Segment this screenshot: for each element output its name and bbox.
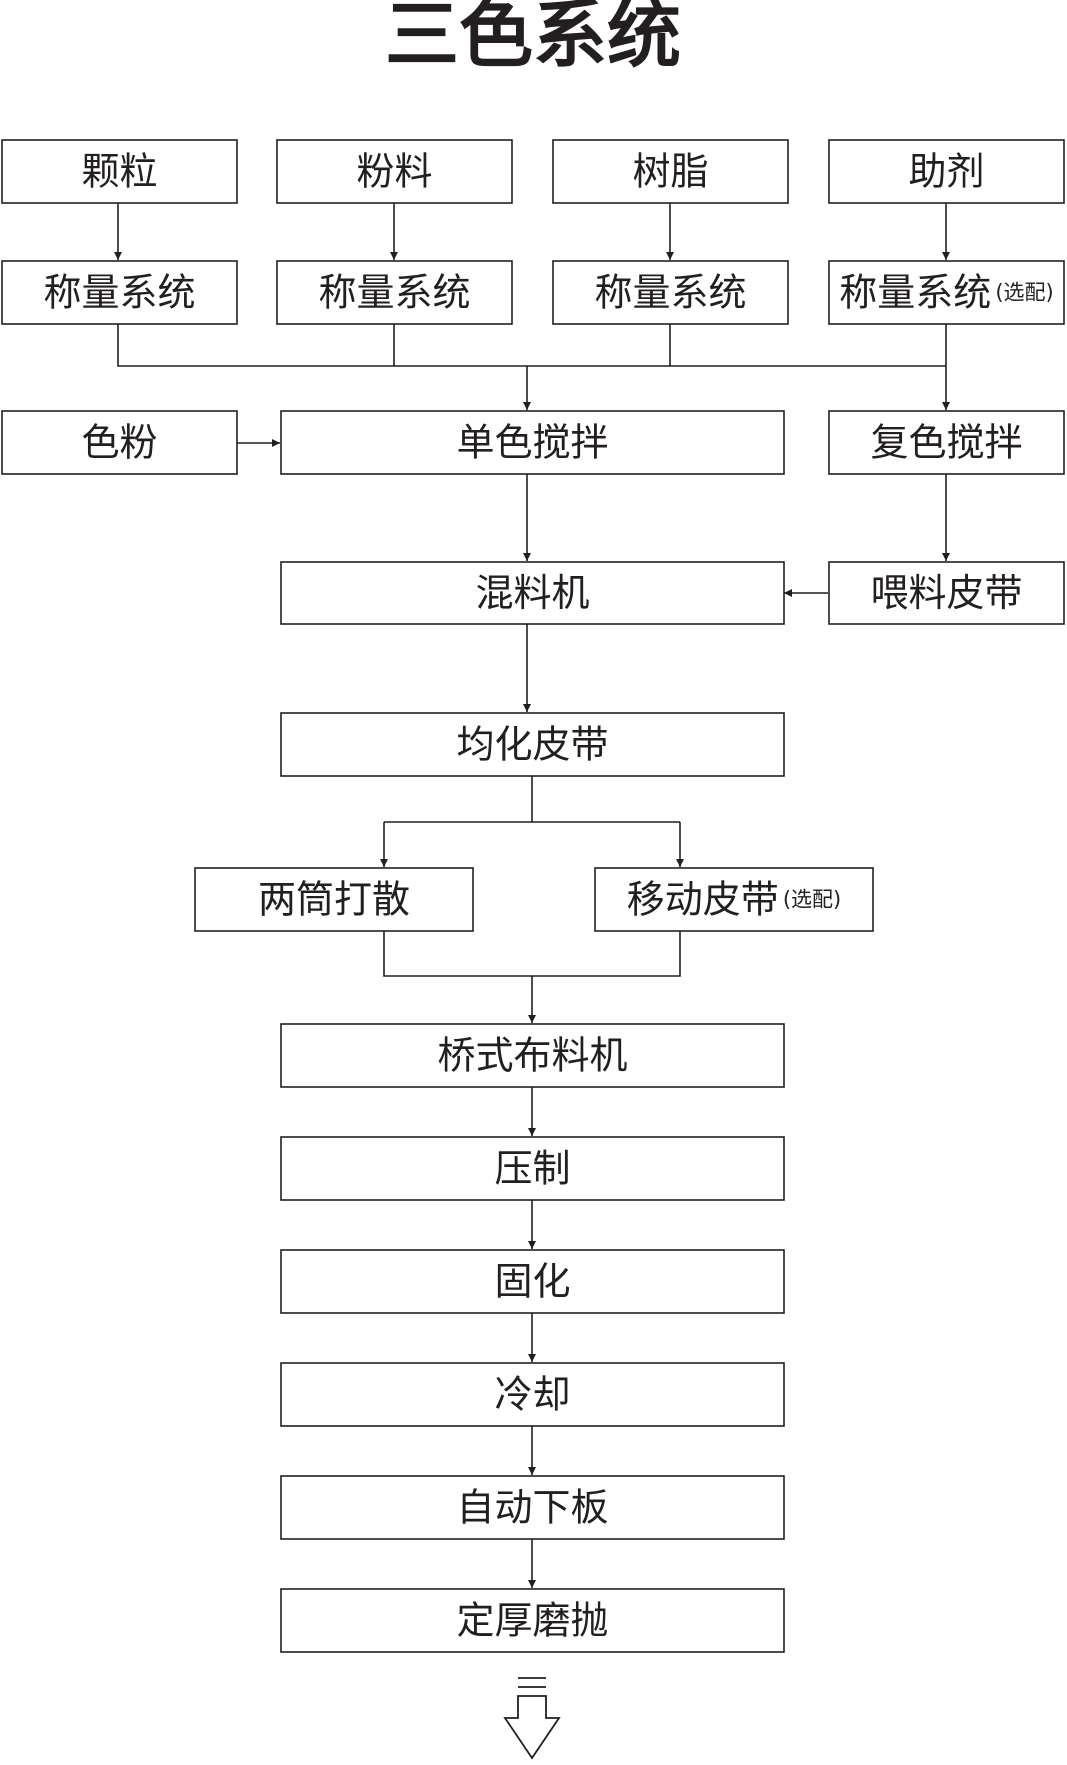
node-label: 定厚磨抛: [456, 1599, 608, 1643]
node-label: 桥式布料机: [437, 1034, 627, 1078]
node-label-main: 单色搅拌: [456, 421, 608, 465]
node-label-main: 色粉: [81, 421, 157, 465]
node-label: 移动皮带(选配): [627, 878, 841, 922]
node-label: 树脂: [632, 150, 708, 194]
node-homog-belt: 均化皮带: [280, 712, 785, 777]
node-n1: 颗粒: [1, 139, 238, 204]
node-cool: 冷却: [280, 1362, 785, 1427]
node-cure: 固化: [280, 1249, 785, 1314]
node-label-main: 称量系统: [318, 271, 470, 315]
node-w2: 称量系统: [276, 260, 513, 325]
node-box: [276, 139, 513, 204]
node-label-main: 混料机: [475, 571, 589, 615]
node-box: [280, 561, 785, 625]
node-box: [552, 260, 789, 325]
node-box: [828, 260, 1065, 325]
node-label-main: 冷却: [494, 1373, 570, 1417]
node-label: 称量系统: [43, 271, 195, 315]
node-label: 粉料: [356, 150, 432, 194]
node-label: 两筒打散: [258, 878, 410, 922]
node-label-main: 称量系统: [839, 271, 991, 315]
node-box: [828, 410, 1065, 475]
flowchart-connectors: [114, 203, 950, 1588]
collector-line: [117, 324, 946, 367]
node-label: 喂料皮带: [870, 571, 1022, 615]
node-label: 固化: [494, 1260, 570, 1304]
node-label-main: 树脂: [632, 150, 708, 194]
node-label: 冷却: [494, 1373, 570, 1417]
node-label-main: 粉料: [356, 150, 432, 194]
node-label-main: 桥式布料机: [437, 1034, 627, 1078]
node-label: 混料机: [475, 571, 589, 615]
node-grind: 定厚磨抛: [280, 1588, 785, 1653]
node-label-main: 移动皮带: [627, 878, 779, 922]
node-label: 称量系统: [594, 271, 746, 315]
node-label: 复色搅拌: [870, 421, 1022, 465]
node-two-drum: 两筒打散: [194, 867, 474, 932]
node-label: 颗粒: [81, 150, 157, 194]
node-mixer: 混料机: [280, 561, 785, 625]
merge-line: [383, 931, 681, 977]
node-n3: 树脂: [552, 139, 789, 204]
node-box: [1, 410, 238, 475]
node-pigment: 色粉: [1, 410, 238, 475]
node-label-main: 复色搅拌: [870, 421, 1022, 465]
node-box: [280, 1136, 785, 1201]
node-unload: 自动下板: [280, 1475, 785, 1540]
node-feed-belt: 喂料皮带: [828, 561, 1065, 625]
node-w4: 称量系统(选配): [828, 260, 1065, 325]
node-box: [1, 260, 238, 325]
diagram-title: 三色系统: [385, 0, 681, 78]
node-label-note: (选配): [995, 281, 1053, 305]
node-box: [594, 867, 874, 932]
node-label-main: 颗粒: [81, 150, 157, 194]
node-label: 助剂: [908, 150, 984, 194]
node-n2: 粉料: [276, 139, 513, 204]
node-multi-mix: 复色搅拌: [828, 410, 1065, 475]
flowchart-nodes: 颗粒粉料树脂助剂称量系统称量系统称量系统称量系统(选配)色粉单色搅拌复色搅拌混料…: [1, 139, 1065, 1653]
node-box: [280, 712, 785, 777]
node-box: [1, 139, 238, 204]
node-press: 压制: [280, 1136, 785, 1201]
node-label-main: 喂料皮带: [870, 571, 1022, 615]
node-box: [280, 1362, 785, 1427]
node-label-main: 称量系统: [43, 271, 195, 315]
node-label-main: 两筒打散: [258, 878, 410, 922]
node-move-belt: 移动皮带(选配): [594, 867, 874, 932]
node-w3: 称量系统: [552, 260, 789, 325]
node-label-main: 助剂: [908, 150, 984, 194]
node-label: 色粉: [81, 421, 157, 465]
node-box: [280, 1023, 785, 1088]
node-label: 称量系统: [318, 271, 470, 315]
node-label-main: 自动下板: [456, 1486, 608, 1530]
continue-down-arrow-icon: [503, 1677, 561, 1760]
node-label-main: 称量系统: [594, 271, 746, 315]
node-label-main: 压制: [494, 1147, 570, 1191]
node-label-main: 均化皮带: [456, 723, 608, 767]
node-box: [280, 1475, 785, 1540]
node-box: [280, 1588, 785, 1653]
node-bridge: 桥式布料机: [280, 1023, 785, 1088]
node-label: 自动下板: [456, 1486, 608, 1530]
node-label-note: (选配): [783, 888, 841, 912]
node-mono-mix: 单色搅拌: [280, 410, 785, 475]
node-box: [552, 139, 789, 204]
node-label-main: 定厚磨抛: [456, 1599, 608, 1643]
node-box: [280, 410, 785, 475]
node-label-main: 固化: [494, 1260, 570, 1304]
node-label: 均化皮带: [456, 723, 608, 767]
node-box: [828, 561, 1065, 625]
node-w1: 称量系统: [1, 260, 238, 325]
node-label: 称量系统(选配): [839, 271, 1053, 315]
node-label: 单色搅拌: [456, 421, 608, 465]
node-n4: 助剂: [828, 139, 1065, 204]
node-box: [194, 867, 474, 932]
node-label: 压制: [494, 1147, 570, 1191]
